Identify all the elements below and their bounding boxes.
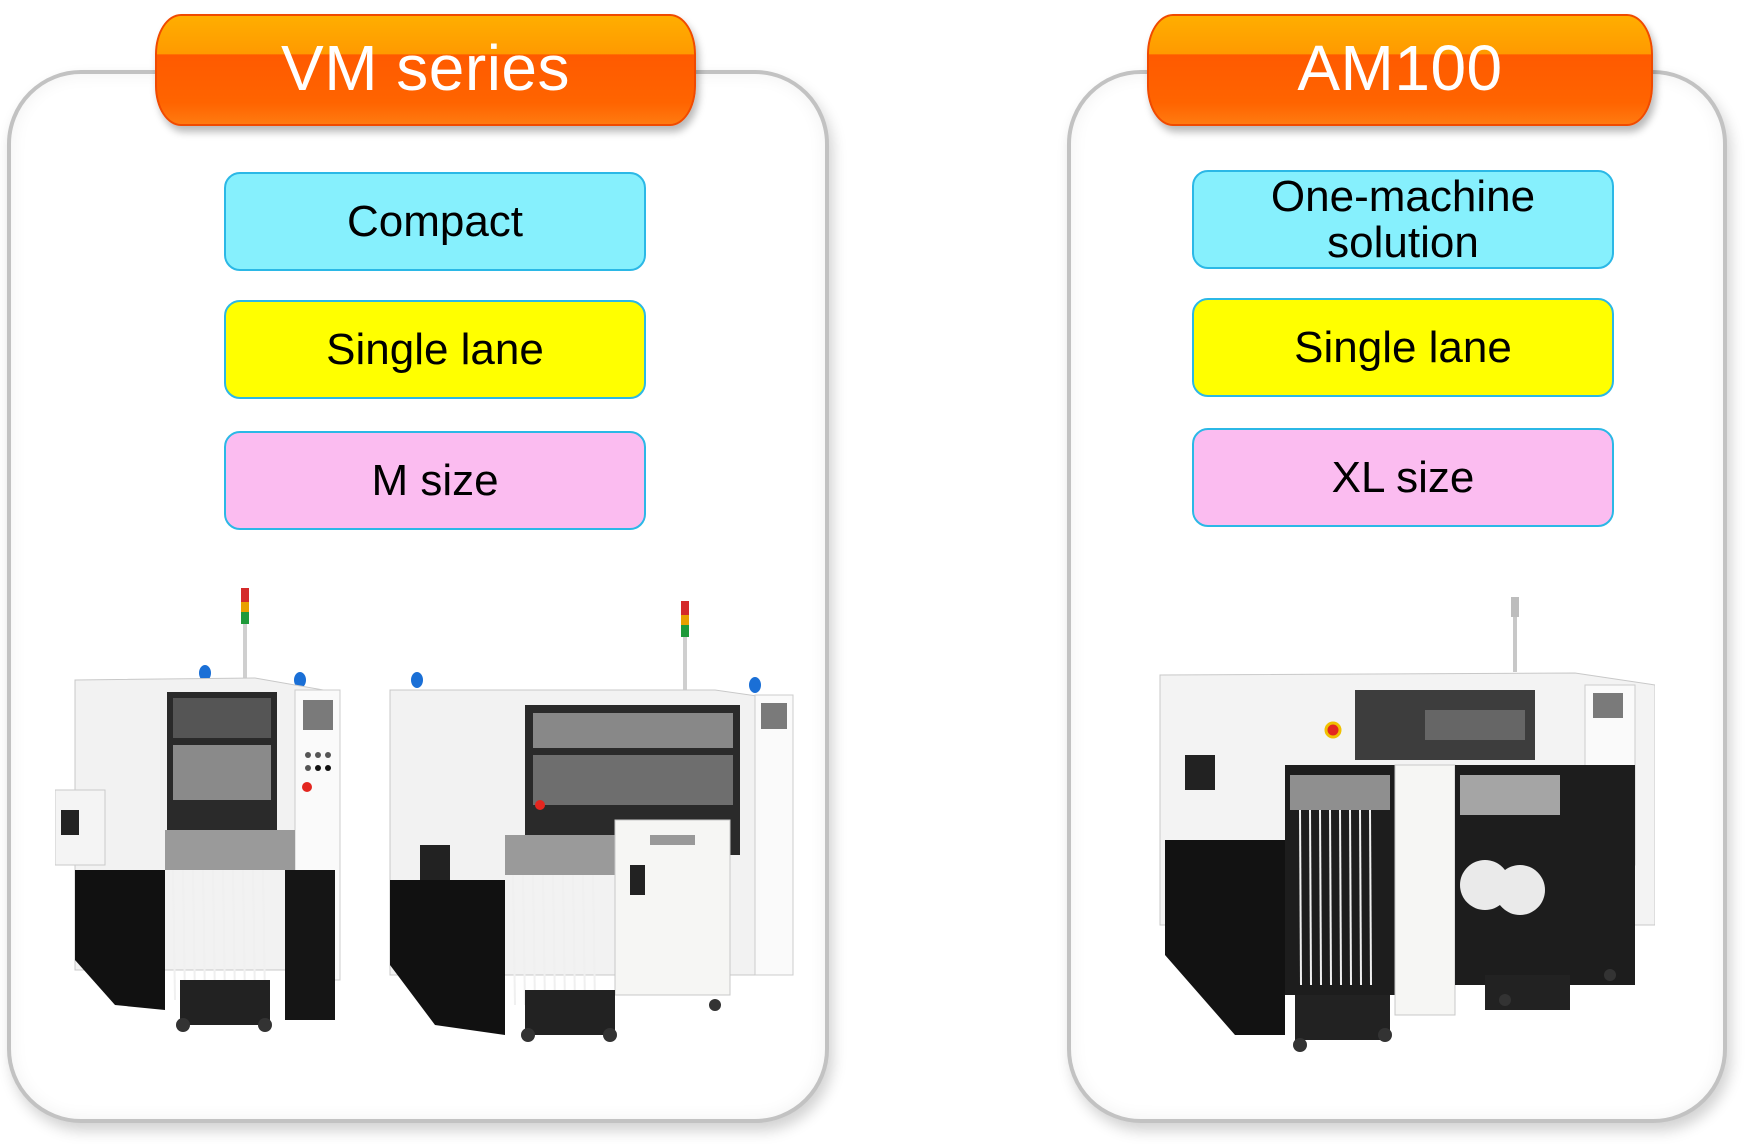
badge-xl-size: XL size xyxy=(1192,428,1614,527)
vm-machine-image-1 xyxy=(55,588,341,1032)
badge-single-lane-vm: Single lane xyxy=(224,300,646,399)
vm-series-title: VM series xyxy=(281,32,570,104)
am100-header: AM100 xyxy=(1147,14,1653,126)
badge-compact: Compact xyxy=(224,172,646,271)
am100-title: AM100 xyxy=(1297,32,1503,104)
am100-machine-image xyxy=(1159,597,1655,1052)
badge-one-machine-solution: One-machine solution xyxy=(1192,170,1614,269)
badge-single-lane-am100: Single lane xyxy=(1192,298,1614,397)
badge-m-size: M size xyxy=(224,431,646,530)
vm-series-header: VM series xyxy=(155,14,696,126)
vm-machine-image-2 xyxy=(389,601,794,1042)
